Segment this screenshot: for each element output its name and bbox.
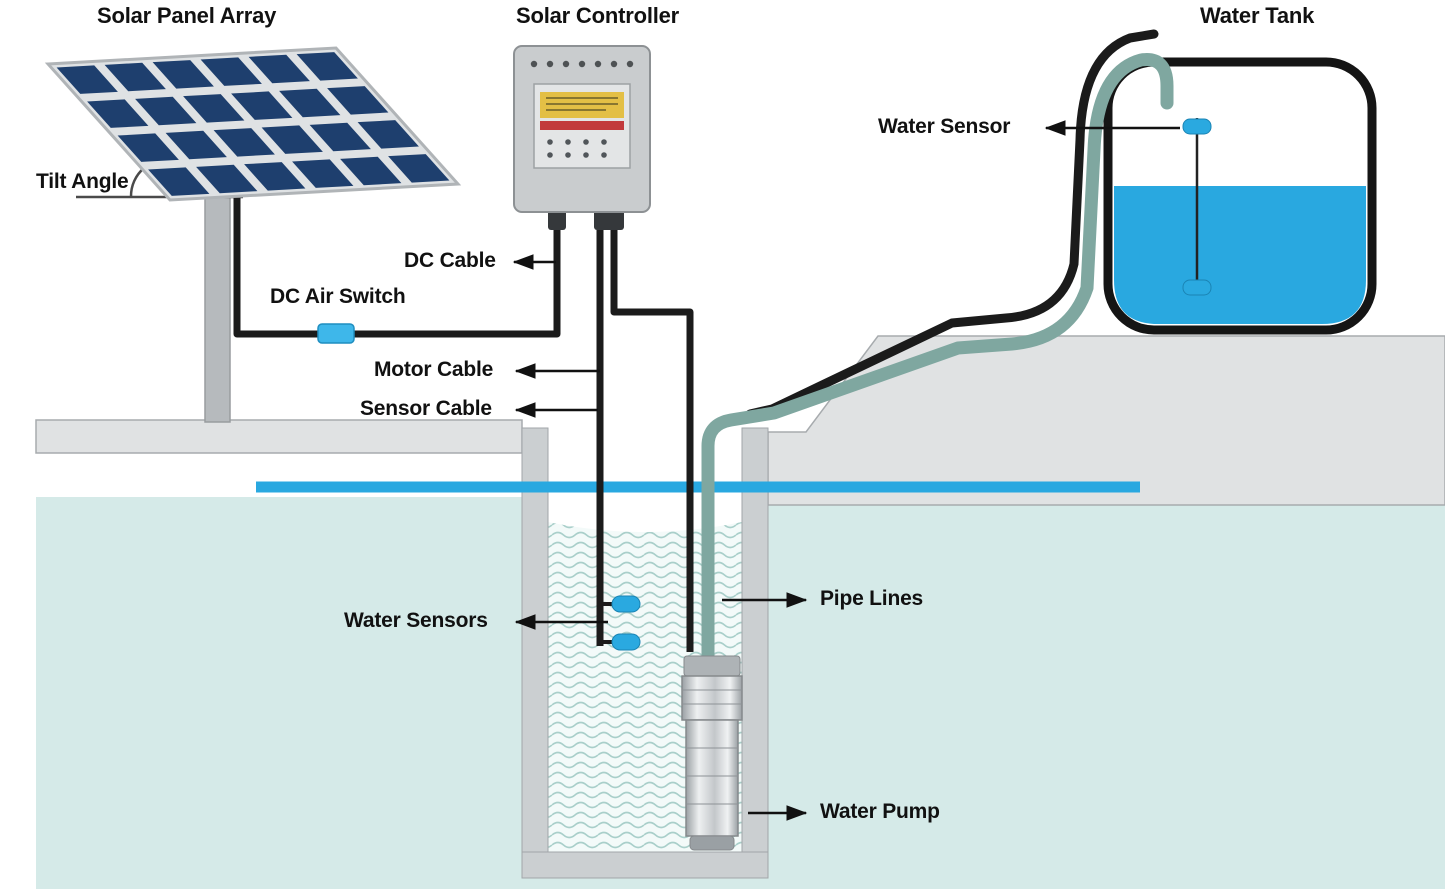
tank-water xyxy=(1114,186,1366,324)
controller-vents xyxy=(530,60,634,68)
panel-support-post xyxy=(204,185,231,423)
pump-seams xyxy=(686,747,738,805)
tank-water-sensor-high xyxy=(1182,118,1212,135)
solar-cell xyxy=(183,94,245,123)
solar-cell xyxy=(248,54,310,84)
label-water-sensors: Water Sensors xyxy=(344,609,488,632)
tank-water-sensor-low xyxy=(1182,279,1212,296)
pipe-line xyxy=(701,53,1174,665)
solar-cell xyxy=(261,125,323,154)
label-dc-air-switch: DC Air Switch xyxy=(270,285,406,308)
well-bottom xyxy=(521,851,769,879)
solar-cell xyxy=(292,159,354,188)
controller-leds xyxy=(547,139,607,158)
solar-cell xyxy=(196,164,258,194)
solar-cell xyxy=(104,62,166,92)
label-pipe-lines: Pipe Lines xyxy=(820,587,924,610)
title-solar-controller: Solar Controller xyxy=(516,3,680,28)
pump-upper-body xyxy=(681,675,743,721)
water-pump xyxy=(681,655,743,851)
solar-panel xyxy=(44,46,462,202)
well-water-sensor-upper xyxy=(611,595,641,613)
solar-cell xyxy=(200,57,262,86)
solar-cell xyxy=(296,52,358,81)
title-water-tank: Water Tank xyxy=(1200,3,1315,28)
label-sensor-cable: Sensor Cable xyxy=(360,397,492,420)
motor-cable xyxy=(610,224,694,652)
solar-cell xyxy=(135,96,197,126)
well-water-sensor-lower xyxy=(611,633,641,651)
solar-cell xyxy=(388,154,450,183)
solar-cell xyxy=(309,122,371,152)
tank-sensor-cable xyxy=(745,29,1159,419)
dc-cable xyxy=(233,198,561,338)
pump-main-body xyxy=(685,719,739,837)
label-motor-cable: Motor Cable xyxy=(374,358,494,381)
label-tilt-angle: Tilt Angle xyxy=(36,170,129,193)
solar-cell xyxy=(357,120,419,149)
label-water-pump: Water Pump xyxy=(820,800,940,823)
pump-head xyxy=(683,655,741,677)
solar-cell xyxy=(165,130,227,160)
solar-cell xyxy=(279,88,341,118)
solar-cell xyxy=(56,65,118,94)
controller-warning-strip xyxy=(540,121,624,130)
solar-cell xyxy=(117,133,179,162)
solar-cell xyxy=(340,156,402,186)
water-tank xyxy=(1103,57,1377,335)
solar-cell xyxy=(231,91,293,120)
pump-bands xyxy=(682,689,742,705)
annotation-arrows xyxy=(512,120,1180,821)
label-water-sensor: Water Sensor xyxy=(878,115,1011,138)
controller-label xyxy=(540,92,624,118)
solar-cell xyxy=(152,60,214,89)
well-wall-right xyxy=(741,427,769,879)
title-solar-panel-array: Solar Panel Array xyxy=(97,3,277,28)
solar-cell xyxy=(148,167,210,196)
sensor-cable-stubs xyxy=(600,602,613,644)
controller-label-text-lines xyxy=(546,97,618,111)
solar-controller xyxy=(513,45,651,230)
tilt-angle-arc xyxy=(129,167,145,198)
solar-cell xyxy=(87,99,149,128)
dc-air-switch xyxy=(317,323,355,344)
pump-base xyxy=(689,835,735,851)
well-wall-left xyxy=(521,427,549,879)
label-dc-cable: DC Cable xyxy=(404,249,496,272)
ground-left-slab xyxy=(35,419,523,454)
solar-cell xyxy=(327,86,389,115)
solar-cell xyxy=(244,162,306,191)
solar-cell xyxy=(213,128,275,157)
